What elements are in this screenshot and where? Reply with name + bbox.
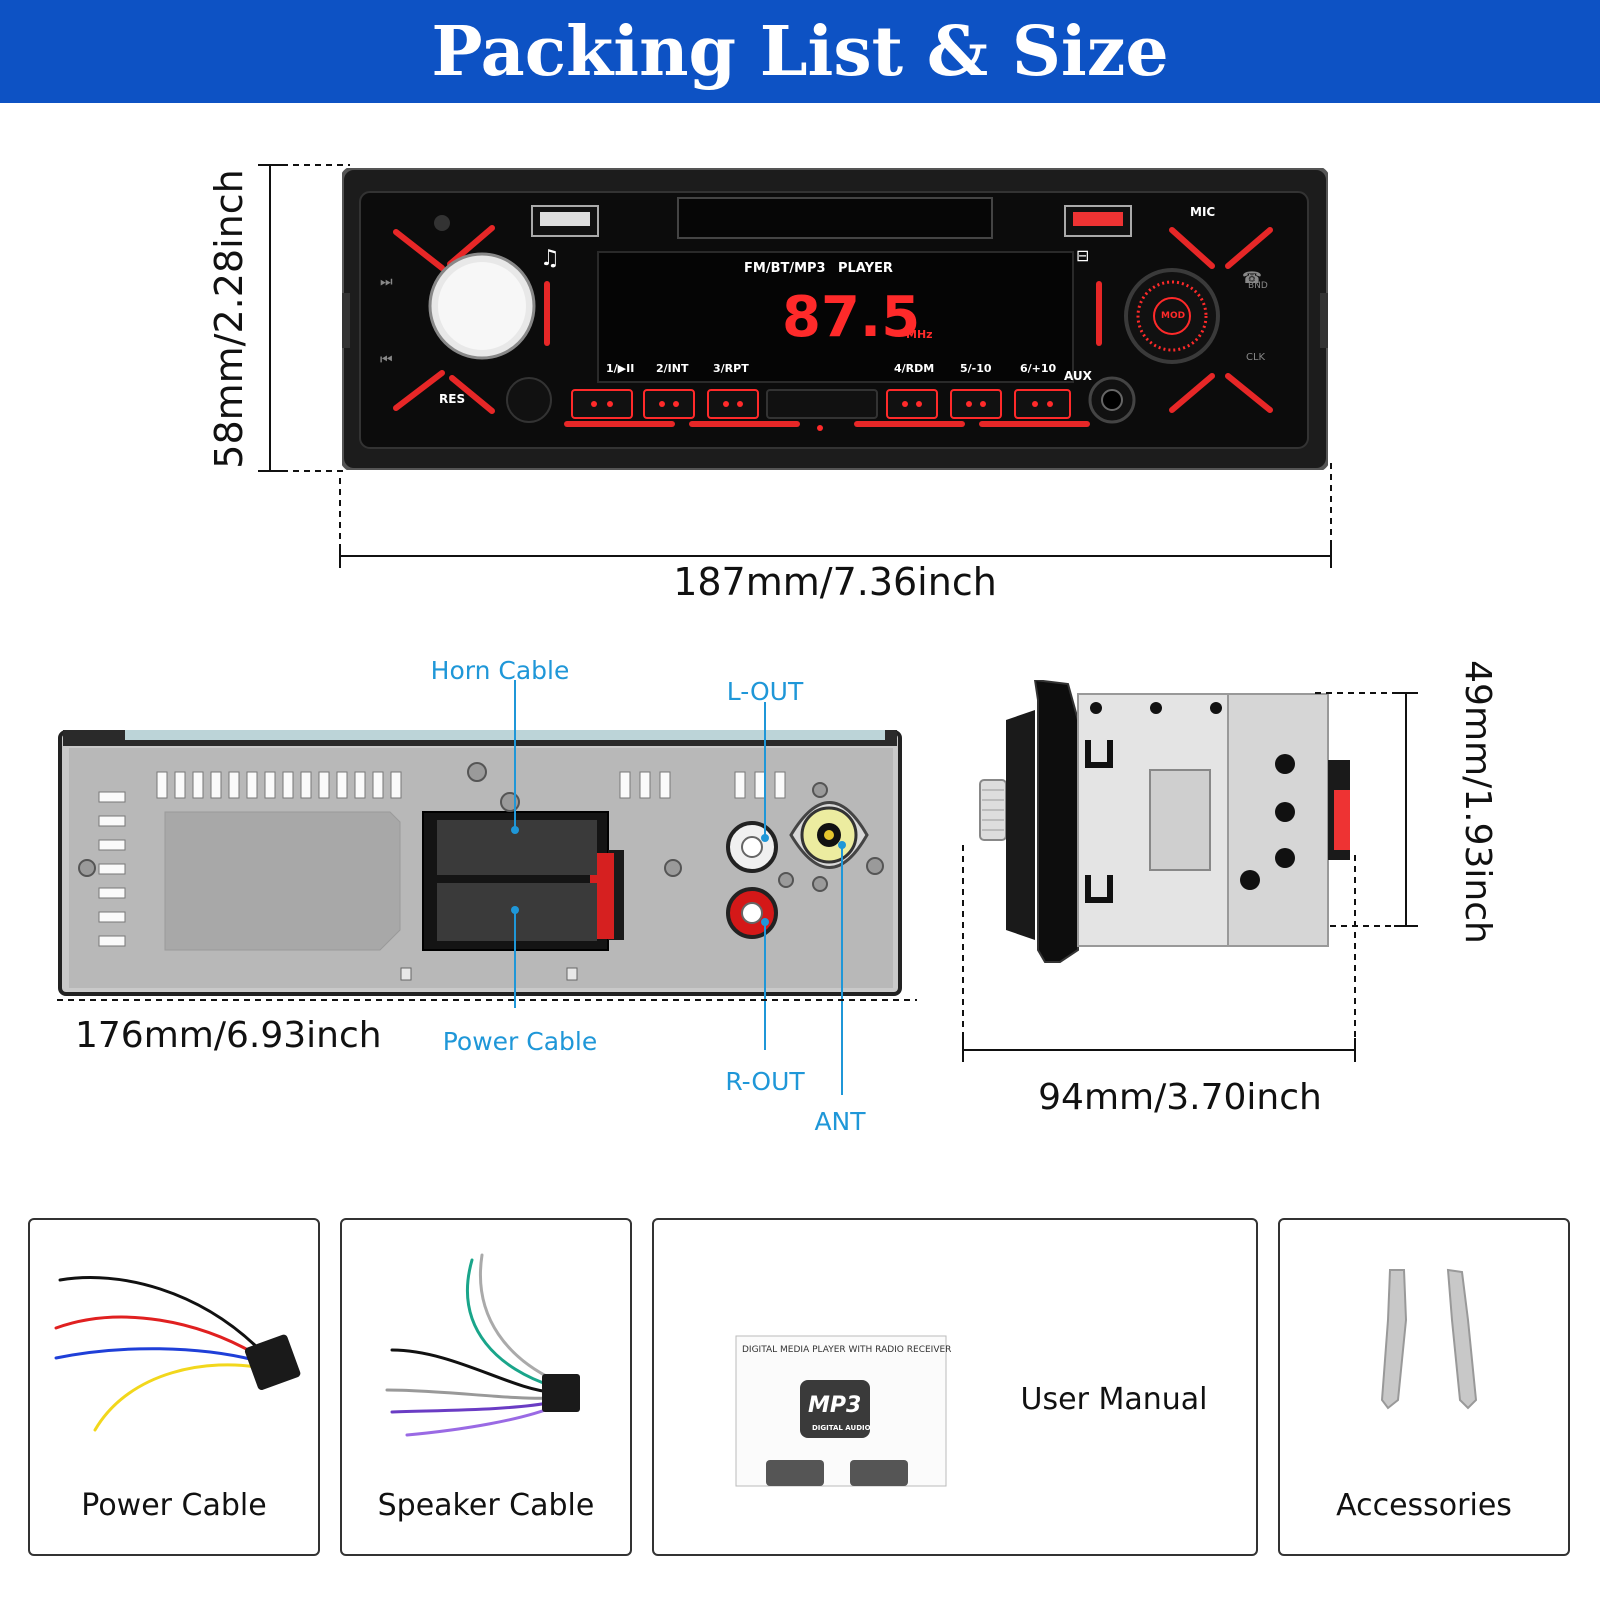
item-card-power-cable: Power Cable [28, 1218, 320, 1556]
source-label: FM/BT/MP3 [744, 261, 826, 276]
header-banner: Packing List & Size [0, 0, 1600, 103]
button-6-label: 6/+10 [1020, 362, 1057, 375]
button-4-label: 4/RDM [894, 362, 934, 375]
res-label: RES [439, 392, 465, 406]
music-note-icon: ♫ [540, 246, 560, 271]
phone-icon: ☎ [1242, 268, 1262, 287]
manual-logo-text: MP3 [808, 1393, 861, 1418]
item-label-speaker-cable: Speaker Cable [377, 1488, 595, 1523]
power-cable-callout: Power Cable [442, 1027, 598, 1056]
power-cable-image [54, 1276, 301, 1432]
button-5-label: 5/-10 [960, 362, 992, 375]
front-panel: ♫ ⊟ ⏭ ⏮ ☎ FM/BT/MP3 PLAYER 87.5 MHz MIC … [342, 168, 1328, 470]
side-view [962, 680, 1418, 1062]
mic-label: MIC [1190, 205, 1215, 219]
item-label-user-manual: User Manual [1020, 1382, 1208, 1417]
user-manual-image: DIGITAL MEDIA PLAYER WITH RADIO RECEIVER… [735, 1335, 951, 1487]
display [597, 251, 1074, 383]
bnd-label: BND [1248, 281, 1268, 291]
frequency-readout: 87.5 [782, 285, 920, 350]
player-label: PLAYER [838, 261, 893, 276]
speaker-cable-image [385, 1253, 580, 1437]
frequency-unit: MHz [906, 328, 933, 341]
aux-label: AUX [1064, 369, 1093, 383]
rear-view [57, 680, 917, 1095]
item-label-power-cable: Power Cable [81, 1488, 267, 1523]
battery-icon: ⊟ [1076, 246, 1089, 265]
front-width-label: 187mm/7.36inch [673, 560, 997, 604]
ant-callout: ANT [814, 1107, 866, 1136]
button-3-label: 3/RPT [713, 362, 749, 375]
item-card-accessories: Accessories [1278, 1218, 1570, 1556]
prev-track-icon: ⏮ [380, 352, 393, 368]
front-height-label: 58mm/2.28inch [207, 169, 251, 469]
manual-logo-sub-text: DIGITAL AUDIO [812, 1424, 871, 1432]
l-out-callout: L-OUT [726, 677, 804, 706]
item-card-speaker-cable: Speaker Cable [340, 1218, 632, 1556]
r-out-callout: R-OUT [725, 1067, 805, 1096]
button-1-label: 1/▶II [606, 362, 634, 375]
accessories-image [1380, 1268, 1478, 1410]
side-depth-label: 94mm/3.70inch [1038, 1077, 1322, 1118]
next-track-icon: ⏭ [380, 274, 393, 290]
side-height-label: 49mm/1.93inch [1457, 660, 1498, 944]
horn-cable-callout: Horn Cable [430, 656, 570, 685]
mod-label: MOD [1161, 311, 1185, 321]
page-title: Packing List & Size [431, 11, 1169, 92]
item-label-accessories: Accessories [1336, 1488, 1512, 1523]
rear-width-label: 176mm/6.93inch [75, 1015, 382, 1056]
item-card-user-manual: DIGITAL MEDIA PLAYER WITH RADIO RECEIVER… [652, 1218, 1258, 1556]
clk-label: CLK [1246, 352, 1266, 363]
front-dimension-lines [258, 164, 1332, 568]
button-2-label: 2/INT [656, 362, 689, 375]
manual-header-text: DIGITAL MEDIA PLAYER WITH RADIO RECEIVER [742, 1345, 951, 1355]
